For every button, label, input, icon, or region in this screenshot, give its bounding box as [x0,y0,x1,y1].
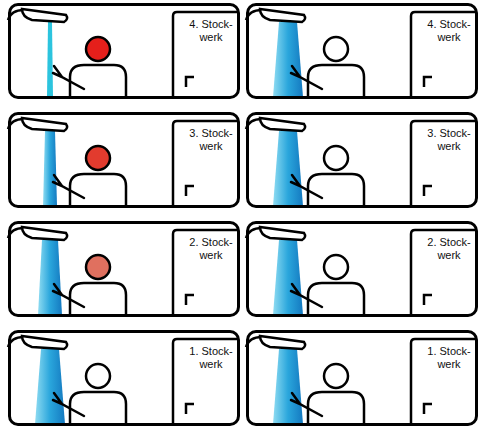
water-stream [273,240,303,315]
room-panel: 1. Stock- werk [246,330,478,426]
water-stream [273,131,303,206]
person-head [324,37,348,61]
floor-label: 3. Stock- werk [423,127,475,153]
floor-label: 1. Stock- werk [185,345,237,371]
person-head [324,364,348,388]
water-stream [273,349,303,424]
panel-art [8,118,238,206]
panel-art [8,336,238,424]
floor-label: 4. Stock- werk [423,18,475,44]
floor-label: 1. Stock- werk [423,345,475,371]
water-stream [273,22,303,97]
shower-scene [8,118,238,206]
shower-scene [246,118,476,206]
shower-scene [246,336,476,424]
shower-scene [8,9,238,97]
person-head [86,255,110,279]
floor-label: 2. Stock- werk [423,236,475,262]
shower-scene [246,9,476,97]
water-stream [38,240,62,315]
person-head [324,255,348,279]
panel-art [8,227,238,315]
person-head [86,37,110,61]
shower-scene [8,227,238,315]
person-head [86,146,110,170]
person-head [86,364,110,388]
floor-label: 3. Stock- werk [185,127,237,153]
shower-scene [8,336,238,424]
panel-art [246,227,476,315]
room-panel: 2. Stock- werk [8,221,240,317]
person-head [324,146,348,170]
panel-art [246,9,476,97]
shower-scene [246,227,476,315]
panel-art [246,336,476,424]
room-panel: 1. Stock- werk [8,330,240,426]
room-panel: 3. Stock- werk [8,112,240,208]
water-stream [47,22,53,97]
floor-label: 2. Stock- werk [185,236,237,262]
room-panel: 3. Stock- werk [246,112,478,208]
water-stream [43,131,57,206]
water-stream [35,349,65,424]
room-panel: 4. Stock- werk [246,3,478,99]
floor-label: 4. Stock- werk [185,18,237,44]
panel-art [246,118,476,206]
room-panel: 2. Stock- werk [246,221,478,317]
panel-art [8,9,238,97]
room-panel: 4. Stock- werk [8,3,240,99]
